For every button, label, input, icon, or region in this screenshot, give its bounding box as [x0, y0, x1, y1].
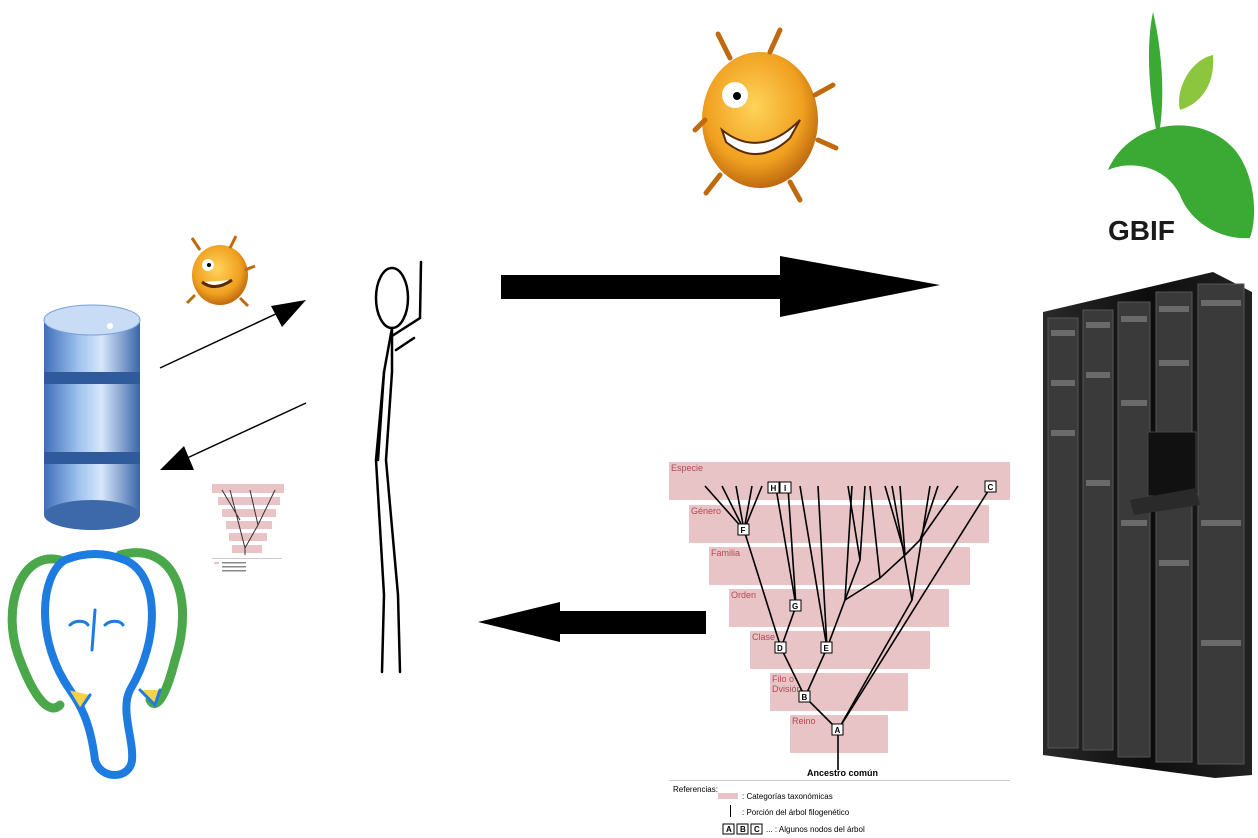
- return-arrow: [478, 602, 706, 642]
- postgresql-elephant-icon: [12, 553, 182, 775]
- tree-node-f: F: [738, 524, 749, 535]
- server-rack-icon: [1043, 272, 1252, 778]
- phylogenetic-tree: Especie Género Familia Orden Clase Filo …: [669, 462, 1010, 834]
- tree-node-e: E: [821, 642, 832, 653]
- legend-item: : Porción del árbol filogenético: [742, 808, 850, 817]
- gbif-logo: GBIF: [1108, 12, 1254, 246]
- svg-text:I: I: [784, 484, 786, 493]
- submit-arrow: [501, 256, 940, 317]
- rank-band-especie: [669, 462, 1010, 500]
- svg-text:G: G: [792, 602, 798, 611]
- tree-node-d: D: [775, 642, 786, 653]
- svg-text:F: F: [741, 526, 746, 535]
- svg-text:C: C: [754, 825, 760, 834]
- rank-label: Género: [691, 506, 721, 516]
- svg-text:A: A: [835, 726, 841, 735]
- svg-text:B: B: [740, 825, 746, 834]
- tree-node-b: B: [799, 691, 810, 702]
- tree-node-c: C: [985, 481, 996, 492]
- svg-text:E: E: [824, 644, 830, 653]
- rank-label: Especie: [671, 463, 703, 473]
- legend-item: ... : Algunos nodos del árbol: [766, 825, 865, 834]
- svg-text:A: A: [726, 825, 732, 834]
- svg-text:D: D: [777, 644, 783, 653]
- download-arrow: [160, 403, 306, 470]
- rank-label: Orden: [731, 590, 756, 600]
- svg-text:H: H: [771, 484, 777, 493]
- database-icon: [44, 305, 140, 530]
- stick-figure-user: [376, 262, 421, 672]
- rank-label: Familia: [711, 548, 740, 558]
- small-bug-icon: [187, 236, 255, 306]
- svg-text:C: C: [988, 483, 994, 492]
- rank-label: Clase: [752, 632, 775, 642]
- small-tree-thumbnail: [212, 484, 284, 572]
- rank-label: Dvisión: [772, 684, 802, 694]
- rank-label: Reino: [792, 716, 816, 726]
- gbif-logo-text: GBIF: [1108, 215, 1175, 246]
- tree-node-a: A: [832, 724, 843, 735]
- rank-label: Filo o: [772, 674, 794, 684]
- legend-item: : Categorías taxonómicas: [742, 792, 833, 801]
- tree-node-i: I: [780, 482, 791, 493]
- tree-node-h: H: [768, 482, 779, 493]
- tree-legend: Referencias: : Categorías taxonómicas : …: [673, 785, 865, 834]
- svg-text:B: B: [802, 693, 808, 702]
- root-label: Ancestro común: [807, 768, 878, 778]
- tree-node-g: G: [790, 600, 801, 611]
- rank-band-orden: [729, 589, 949, 627]
- large-bug-icon: [695, 30, 836, 200]
- legend-title: Referencias:: [673, 785, 718, 794]
- rank-band-familia: [709, 547, 970, 585]
- upload-arrow: [160, 300, 306, 368]
